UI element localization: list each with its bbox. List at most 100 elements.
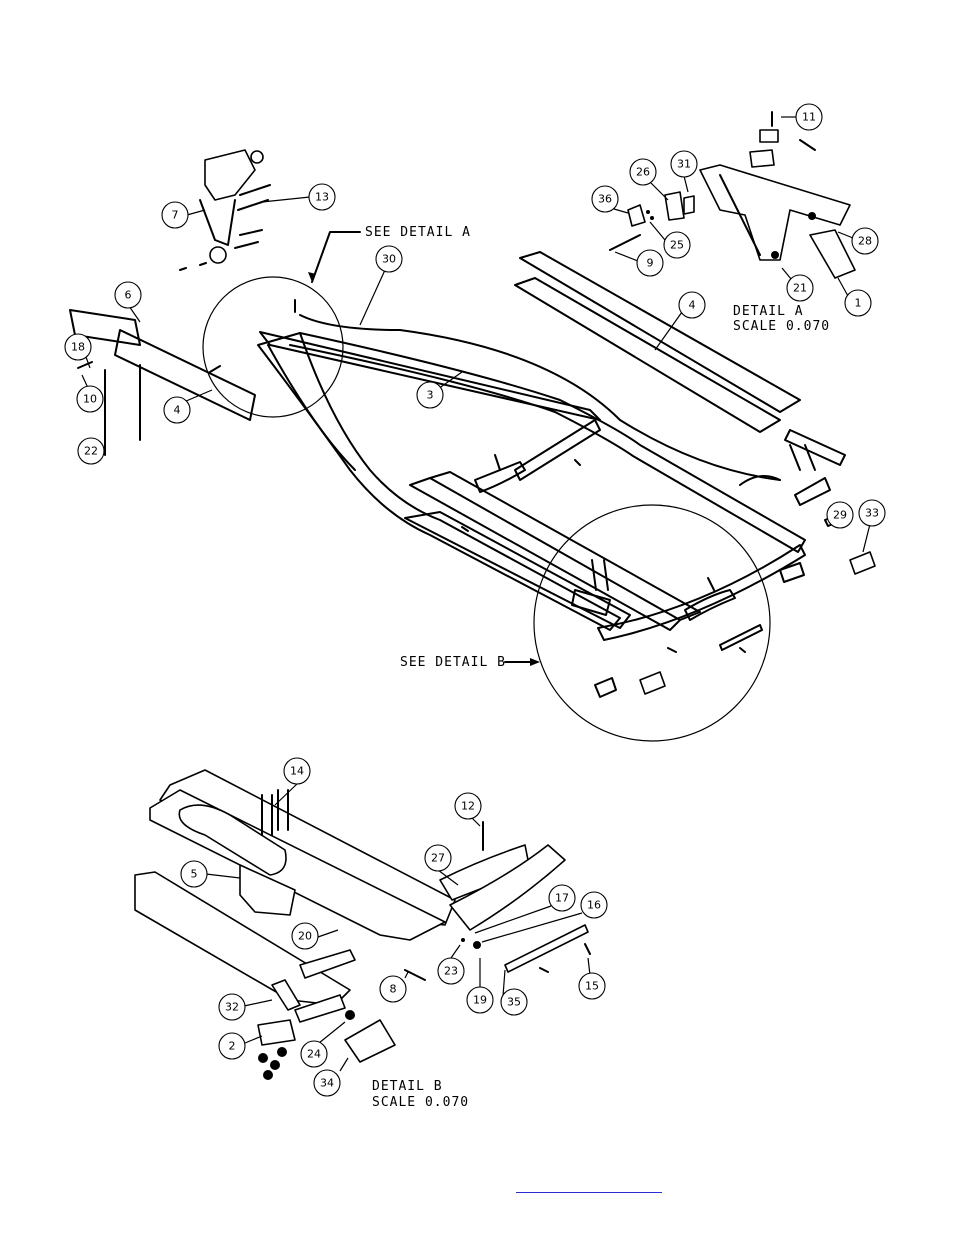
callout-circle — [313, 1069, 341, 1097]
callout-circle — [77, 437, 105, 465]
callout-9: 9 — [636, 249, 664, 277]
callout-number: 25 — [670, 239, 684, 252]
callout-number: 17 — [555, 892, 569, 905]
callout-17: 17 — [548, 884, 576, 912]
callout-number: 21 — [793, 282, 807, 295]
callout-29: 29 — [826, 501, 854, 529]
callout-18: 18 — [64, 333, 92, 361]
callout-35: 35 — [500, 988, 528, 1016]
callout-25: 25 — [663, 231, 691, 259]
callout-circle — [454, 792, 482, 820]
callout-circle — [466, 986, 494, 1014]
callout-1: 1 — [844, 289, 872, 317]
label-detail-b-title: DETAIL B — [372, 1079, 443, 1094]
callout-27: 27 — [424, 844, 452, 872]
callout-circle — [300, 1040, 328, 1068]
footer-link-underline[interactable] — [516, 1178, 662, 1193]
callout-number: 33 — [865, 507, 879, 520]
footer-link[interactable] — [516, 1178, 662, 1193]
callout-number: 32 — [225, 1001, 239, 1014]
callout-circle — [786, 274, 814, 302]
callout-circle — [670, 150, 698, 178]
callout-circle — [416, 381, 444, 409]
callout-10: 10 — [76, 385, 104, 413]
callout-20: 20 — [291, 922, 319, 950]
callout-number: 2 — [229, 1040, 236, 1053]
callout-number: 3 — [427, 389, 434, 402]
winch-assembly — [179, 149, 271, 271]
callout-number: 15 — [585, 980, 599, 993]
callout-circle — [114, 281, 142, 309]
callout-circle — [218, 993, 246, 1021]
callout-number: 1 — [855, 297, 862, 310]
callout-number: 10 — [83, 393, 97, 406]
callout-circle — [64, 333, 92, 361]
detail-a-circle — [202, 276, 344, 418]
callout-circle — [548, 884, 576, 912]
callout-26: 26 — [629, 158, 657, 186]
callout-circle — [218, 1032, 246, 1060]
callout-circle — [379, 975, 407, 1003]
callout-number: 13 — [315, 191, 329, 204]
callout-22: 22 — [77, 437, 105, 465]
callout-15: 15 — [578, 972, 606, 1000]
callout-32: 32 — [218, 993, 246, 1021]
callout-14: 14 — [283, 757, 311, 785]
detail-b-assembly — [134, 769, 591, 1080]
callout-number: 6 — [125, 289, 132, 302]
callout-6: 6 — [114, 281, 142, 309]
callout-28: 28 — [851, 227, 879, 255]
callout-8: 8 — [379, 975, 407, 1003]
callout-number: 34 — [320, 1077, 334, 1090]
callout-circle — [76, 385, 104, 413]
callout-circle — [291, 922, 319, 950]
callout-13: 13 — [308, 183, 336, 211]
callout-11: 11 — [795, 103, 823, 131]
callout-circle — [591, 185, 619, 213]
callout-33: 33 — [858, 499, 886, 527]
callout-number: 20 — [298, 930, 312, 943]
callout-number: 28 — [858, 235, 872, 248]
callout-number: 35 — [507, 996, 521, 1009]
callout-circle — [163, 396, 191, 424]
callout-number: 27 — [431, 852, 445, 865]
callout-number: 29 — [833, 509, 847, 522]
callout-number: 18 — [71, 341, 85, 354]
callout-number: 8 — [390, 983, 397, 996]
callout-number: 9 — [647, 257, 654, 270]
callout-circle — [636, 249, 664, 277]
callout-number: 16 — [587, 899, 601, 912]
callout-circle — [663, 231, 691, 259]
callout-circle — [678, 291, 706, 319]
callout-number: 7 — [172, 209, 179, 222]
callout-circle — [858, 499, 886, 527]
label-detail-a-title: DETAIL A — [733, 304, 804, 319]
label-detail-b-scale: SCALE 0.070 — [372, 1095, 469, 1110]
callout-number: 24 — [307, 1048, 321, 1061]
callout-number: 19 — [473, 994, 487, 1007]
label-see-detail-b: SEE DETAIL B — [400, 655, 506, 670]
callout-number: 4 — [174, 404, 181, 417]
callout-circle — [424, 844, 452, 872]
callout-number: 5 — [191, 868, 198, 881]
callout-circle — [437, 957, 465, 985]
detail-a-assembly — [609, 111, 856, 279]
callout-34: 34 — [313, 1069, 341, 1097]
leader-detail-a — [311, 231, 361, 283]
callout-circle — [500, 988, 528, 1016]
label-see-detail-a: SEE DETAIL A — [365, 225, 471, 240]
callout-circle — [180, 860, 208, 888]
callout-number: 14 — [290, 765, 304, 778]
callout-number: 26 — [636, 166, 650, 179]
callout-circle — [851, 227, 879, 255]
callout-36: 36 — [591, 185, 619, 213]
callout-number: 4 — [689, 299, 696, 312]
callout-circle — [375, 245, 403, 273]
callout-circle — [580, 891, 608, 919]
callout-3: 3 — [416, 381, 444, 409]
callout-number: 36 — [598, 193, 612, 206]
callout-19: 19 — [466, 986, 494, 1014]
callout-circle — [795, 103, 823, 131]
